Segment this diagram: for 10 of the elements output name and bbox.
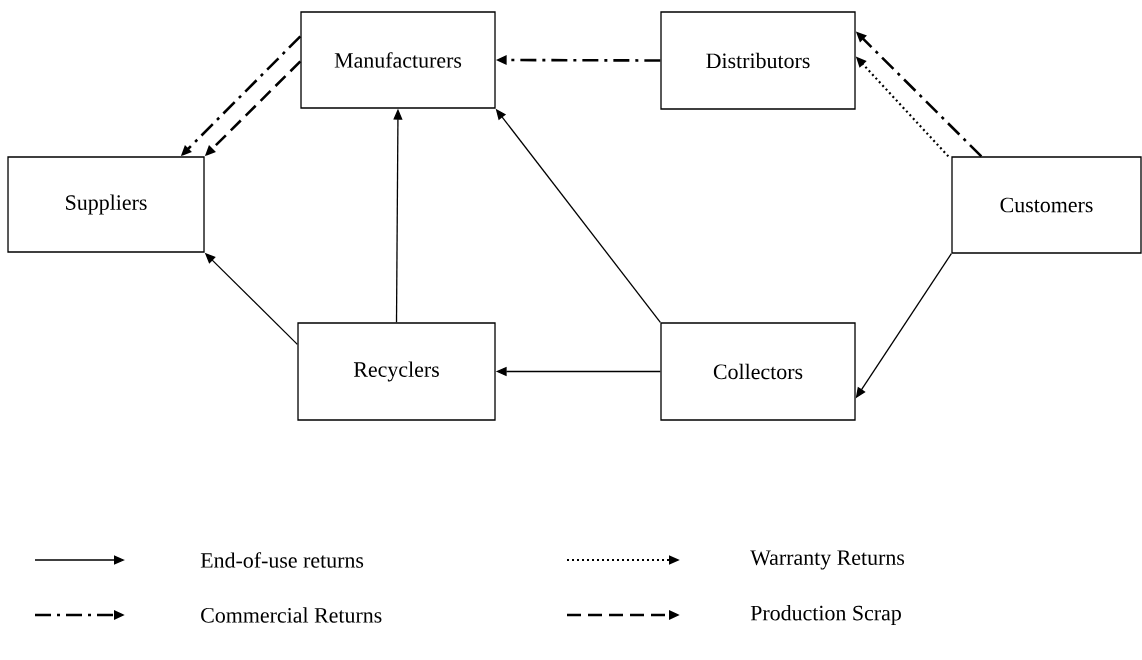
legend-label: Warranty Returns [750, 550, 905, 570]
entity-box: Customers [951, 156, 1142, 254]
legend-label: Production Scrap [750, 605, 901, 625]
entity-box: Recyclers [297, 322, 496, 421]
legend-label: Commercial Returns [201, 607, 382, 623]
entity-box: Manufacturers [300, 11, 496, 109]
legend-label: End-of-use returns [200, 552, 364, 568]
entity-box: Suppliers [7, 156, 205, 253]
entity-box: Collectors [660, 322, 856, 421]
entity-box: Distributors [660, 11, 856, 110]
